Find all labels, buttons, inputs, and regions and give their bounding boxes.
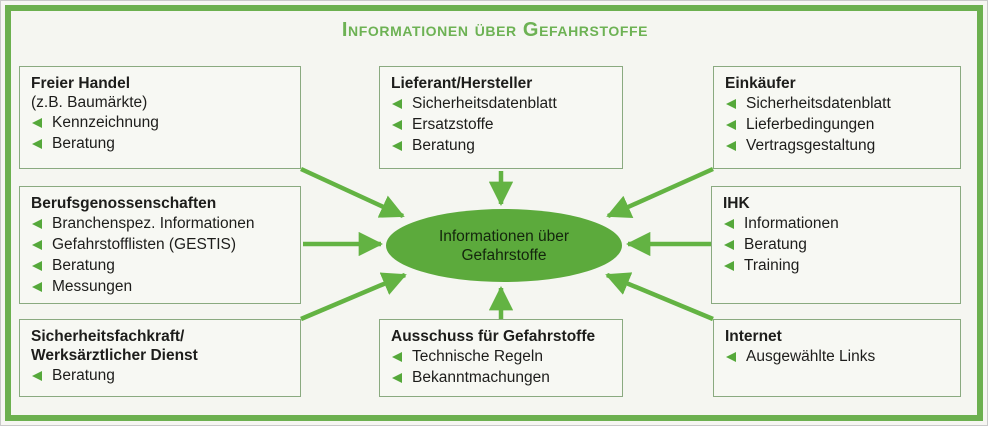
arrow-internet [605, 272, 714, 322]
triangle-bullet-icon [32, 219, 42, 229]
box-title: Freier Handel [31, 75, 131, 92]
bullet-list: Ausgewählte Links [725, 346, 950, 367]
list-item: Messungen [31, 276, 290, 297]
triangle-bullet-icon [32, 240, 42, 250]
list-item-label: Gefahrstofflisten (GESTIS) [52, 236, 237, 253]
list-item: Beratung [391, 135, 612, 156]
list-item-label: Lieferbedingungen [746, 116, 875, 133]
list-item: Training [723, 255, 950, 276]
triangle-bullet-icon [392, 120, 402, 130]
box-title: Einkäufer [725, 75, 796, 92]
list-item-label: Beratung [744, 236, 807, 253]
list-item-label: Training [744, 257, 800, 274]
list-item-label: Ausgewählte Links [746, 348, 876, 365]
list-item-label: Beratung [412, 137, 475, 154]
list-item: Beratung [31, 133, 290, 154]
box-lieferant-hersteller: Lieferant/Hersteller Sicherheitsdatenbla… [379, 66, 623, 169]
triangle-bullet-icon [724, 240, 734, 250]
list-item-label: Sicherheitsdatenblatt [412, 95, 557, 112]
box-internet: Internet Ausgewählte Links [713, 319, 961, 397]
box-title: IHK [723, 195, 750, 212]
bullet-list: Informationen Beratung Training [723, 213, 950, 276]
bullet-list: Sicherheitsdatenblatt Ersatzstoffe Berat… [391, 93, 612, 156]
triangle-bullet-icon [726, 120, 736, 130]
list-item-label: Technische Regeln [412, 348, 543, 365]
bullet-list: Sicherheitsdatenblatt Lieferbedingungen … [725, 93, 950, 156]
list-item-label: Beratung [52, 257, 115, 274]
list-item-label: Vertragsgestaltung [746, 137, 876, 154]
box-title: Internet [725, 328, 782, 345]
list-item: Beratung [723, 234, 950, 255]
triangle-bullet-icon [32, 118, 42, 128]
triangle-bullet-icon [32, 261, 42, 271]
box-title: Berufsgenossenschaften [31, 195, 217, 212]
list-item: Bekanntmachungen [391, 367, 612, 388]
box-einkaeufer: Einkäufer Sicherheitsdatenblatt Lieferbe… [713, 66, 961, 169]
list-item-label: Bekanntmachungen [412, 369, 550, 386]
box-subtitle: (z.B. Baumärkte) [31, 94, 148, 111]
box-sicherheitsfachkraft: Sicherheitsfachkraft/ Werksärztlicher Di… [19, 319, 301, 397]
list-item: Sicherheitsdatenblatt [725, 93, 950, 114]
list-item-label: Beratung [52, 135, 115, 152]
triangle-bullet-icon [392, 373, 402, 383]
triangle-bullet-icon [392, 352, 402, 362]
center-node: Informationen über Gefahrstoffe [386, 209, 622, 282]
list-item-label: Kennzeichnung [52, 114, 159, 131]
list-item-label: Messungen [52, 278, 133, 295]
list-item-label: Ersatzstoffe [412, 116, 494, 133]
triangle-bullet-icon [726, 99, 736, 109]
triangle-bullet-icon [32, 139, 42, 149]
list-item-label: Branchenspez. Informationen [52, 215, 255, 232]
list-item: Ausgewählte Links [725, 346, 950, 367]
bullet-list: Branchenspez. Informationen Gefahrstoffl… [31, 213, 290, 297]
list-item: Technische Regeln [391, 346, 612, 367]
bullet-list: Beratung [31, 365, 290, 386]
list-item: Informationen [723, 213, 950, 234]
list-item: Branchenspez. Informationen [31, 213, 290, 234]
list-item: Gefahrstofflisten (GESTIS) [31, 234, 290, 255]
triangle-bullet-icon [724, 261, 734, 271]
list-item: Ersatzstoffe [391, 114, 612, 135]
box-title: Sicherheitsfachkraft/ Werksärztlicher Di… [31, 328, 198, 364]
list-item-label: Informationen [744, 215, 839, 232]
box-title: Lieferant/Hersteller [391, 75, 533, 92]
triangle-bullet-icon [392, 141, 402, 151]
triangle-bullet-icon [392, 99, 402, 109]
page-title: Informationen über Gefahrstoffe [341, 19, 649, 41]
center-node-label: Informationen über Gefahrstoffe [438, 227, 570, 264]
box-berufsgenossenschaften: Berufsgenossenschaften Branchenspez. Inf… [19, 186, 301, 304]
box-title: Ausschuss für Gefahrstoffe [391, 328, 596, 345]
box-ausschuss: Ausschuss für Gefahrstoffe Technische Re… [379, 319, 623, 397]
triangle-bullet-icon [32, 371, 42, 381]
list-item: Vertragsgestaltung [725, 135, 950, 156]
arrow-sicherheitsfachkraft [300, 272, 407, 322]
list-item-label: Beratung [52, 367, 115, 384]
list-item-label: Sicherheitsdatenblatt [746, 95, 891, 112]
triangle-bullet-icon [726, 141, 736, 151]
list-item: Beratung [31, 255, 290, 276]
bullet-list: Kennzeichnung Beratung [31, 112, 290, 154]
list-item: Lieferbedingungen [725, 114, 950, 135]
triangle-bullet-icon [724, 219, 734, 229]
list-item: Beratung [31, 365, 290, 386]
arrow-einkaeufer [606, 166, 714, 219]
list-item: Sicherheitsdatenblatt [391, 93, 612, 114]
list-item: Kennzeichnung [31, 112, 290, 133]
triangle-bullet-icon [32, 282, 42, 292]
triangle-bullet-icon [726, 352, 736, 362]
bullet-list: Technische Regeln Bekanntmachungen [391, 346, 612, 388]
arrow-freier-handel [300, 166, 405, 219]
box-freier-handel: Freier Handel (z.B. Baumärkte) Kennzeich… [19, 66, 301, 169]
box-ihk: IHK Informationen Beratung Training [711, 186, 961, 304]
